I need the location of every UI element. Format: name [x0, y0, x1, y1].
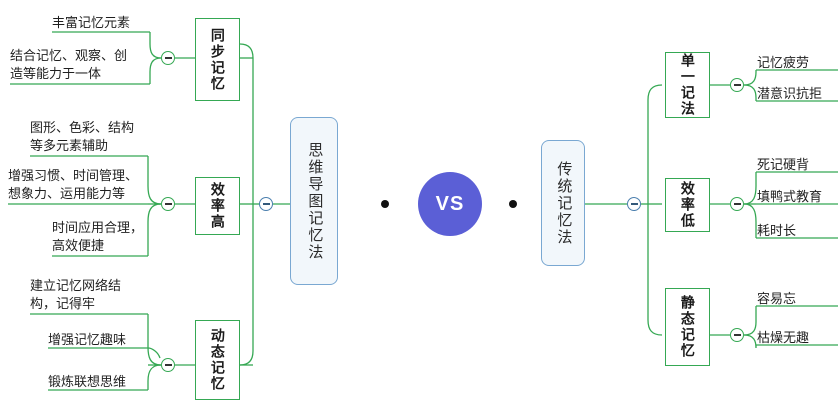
- leaf-label[interactable]: 潜意识抗拒: [757, 86, 823, 101]
- collapse-toggle-right-topic-2[interactable]: [730, 197, 744, 211]
- leaf-label[interactable]: 建立记忆网络结 构，记得牢: [30, 278, 122, 311]
- leaf-label[interactable]: 增强习惯、时间管理、 想象力、运用能力等: [8, 168, 139, 201]
- minus-icon: [733, 334, 741, 336]
- collapse-toggle-right-topic-1[interactable]: [730, 78, 744, 92]
- collapse-toggle-left-topic-2[interactable]: [161, 197, 175, 211]
- center-node-label: 传统记忆法: [555, 160, 573, 246]
- minus-icon: [164, 57, 172, 59]
- leaf-label[interactable]: 填鸭式教育: [757, 189, 823, 204]
- leaf-label[interactable]: 丰富记忆元素: [52, 15, 131, 30]
- leaf-label[interactable]: 结合记忆、观察、创 造等能力于一体: [10, 48, 128, 81]
- topic-label: 动态记忆: [209, 328, 226, 392]
- minus-icon: [733, 203, 741, 205]
- leaf-label[interactable]: 死记硬背: [757, 157, 810, 172]
- minus-icon: [164, 203, 172, 205]
- collapse-toggle-left-trunk[interactable]: [259, 197, 273, 211]
- topic-label: 同步记忆: [209, 27, 226, 92]
- vs-label: VS: [435, 192, 465, 215]
- topic-box-right-1[interactable]: 单一记法: [665, 52, 710, 118]
- center-node-left[interactable]: 思维导图记忆法: [290, 117, 338, 285]
- topic-label: 单一记法: [679, 53, 696, 117]
- topic-box-right-3[interactable]: 静态记忆: [665, 288, 710, 366]
- bullet-dot-left: [381, 200, 389, 208]
- bullet-dot-right: [509, 200, 517, 208]
- minus-icon: [630, 203, 638, 205]
- topic-box-right-2[interactable]: 效率低: [665, 178, 710, 232]
- topic-box-left-3[interactable]: 动态记忆: [195, 320, 240, 400]
- topic-label: 效率高: [209, 182, 226, 230]
- collapse-toggle-right-trunk[interactable]: [627, 197, 641, 211]
- collapse-toggle-left-topic-1[interactable]: [161, 51, 175, 65]
- leaf-label[interactable]: 时间应用合理， 高效便捷: [52, 220, 144, 253]
- minus-icon: [733, 84, 741, 86]
- center-node-label: 思维导图记忆法: [306, 141, 324, 261]
- leaf-label[interactable]: 耗时长: [757, 223, 797, 238]
- minus-icon: [262, 203, 270, 205]
- topic-label: 效率低: [679, 181, 696, 229]
- collapse-toggle-left-topic-3[interactable]: [161, 358, 175, 372]
- vs-badge: VS: [418, 172, 482, 236]
- leaf-label[interactable]: 图形、色彩、结构 等多元素辅助: [30, 120, 135, 153]
- topic-box-left-2[interactable]: 效率高: [195, 177, 240, 235]
- collapse-toggle-right-topic-3[interactable]: [730, 328, 744, 342]
- leaf-label[interactable]: 容易忘: [757, 291, 797, 306]
- leaf-label[interactable]: 锻炼联想思维: [48, 374, 127, 389]
- minus-icon: [164, 364, 172, 366]
- leaf-label[interactable]: 增强记忆趣味: [48, 332, 127, 347]
- leaf-label[interactable]: 记忆疲劳: [757, 55, 810, 70]
- topic-box-left-1[interactable]: 同步记忆: [195, 18, 240, 101]
- leaf-label[interactable]: 枯燥无趣: [757, 330, 810, 345]
- center-node-right[interactable]: 传统记忆法: [541, 140, 585, 266]
- topic-label: 静态记忆: [679, 295, 696, 359]
